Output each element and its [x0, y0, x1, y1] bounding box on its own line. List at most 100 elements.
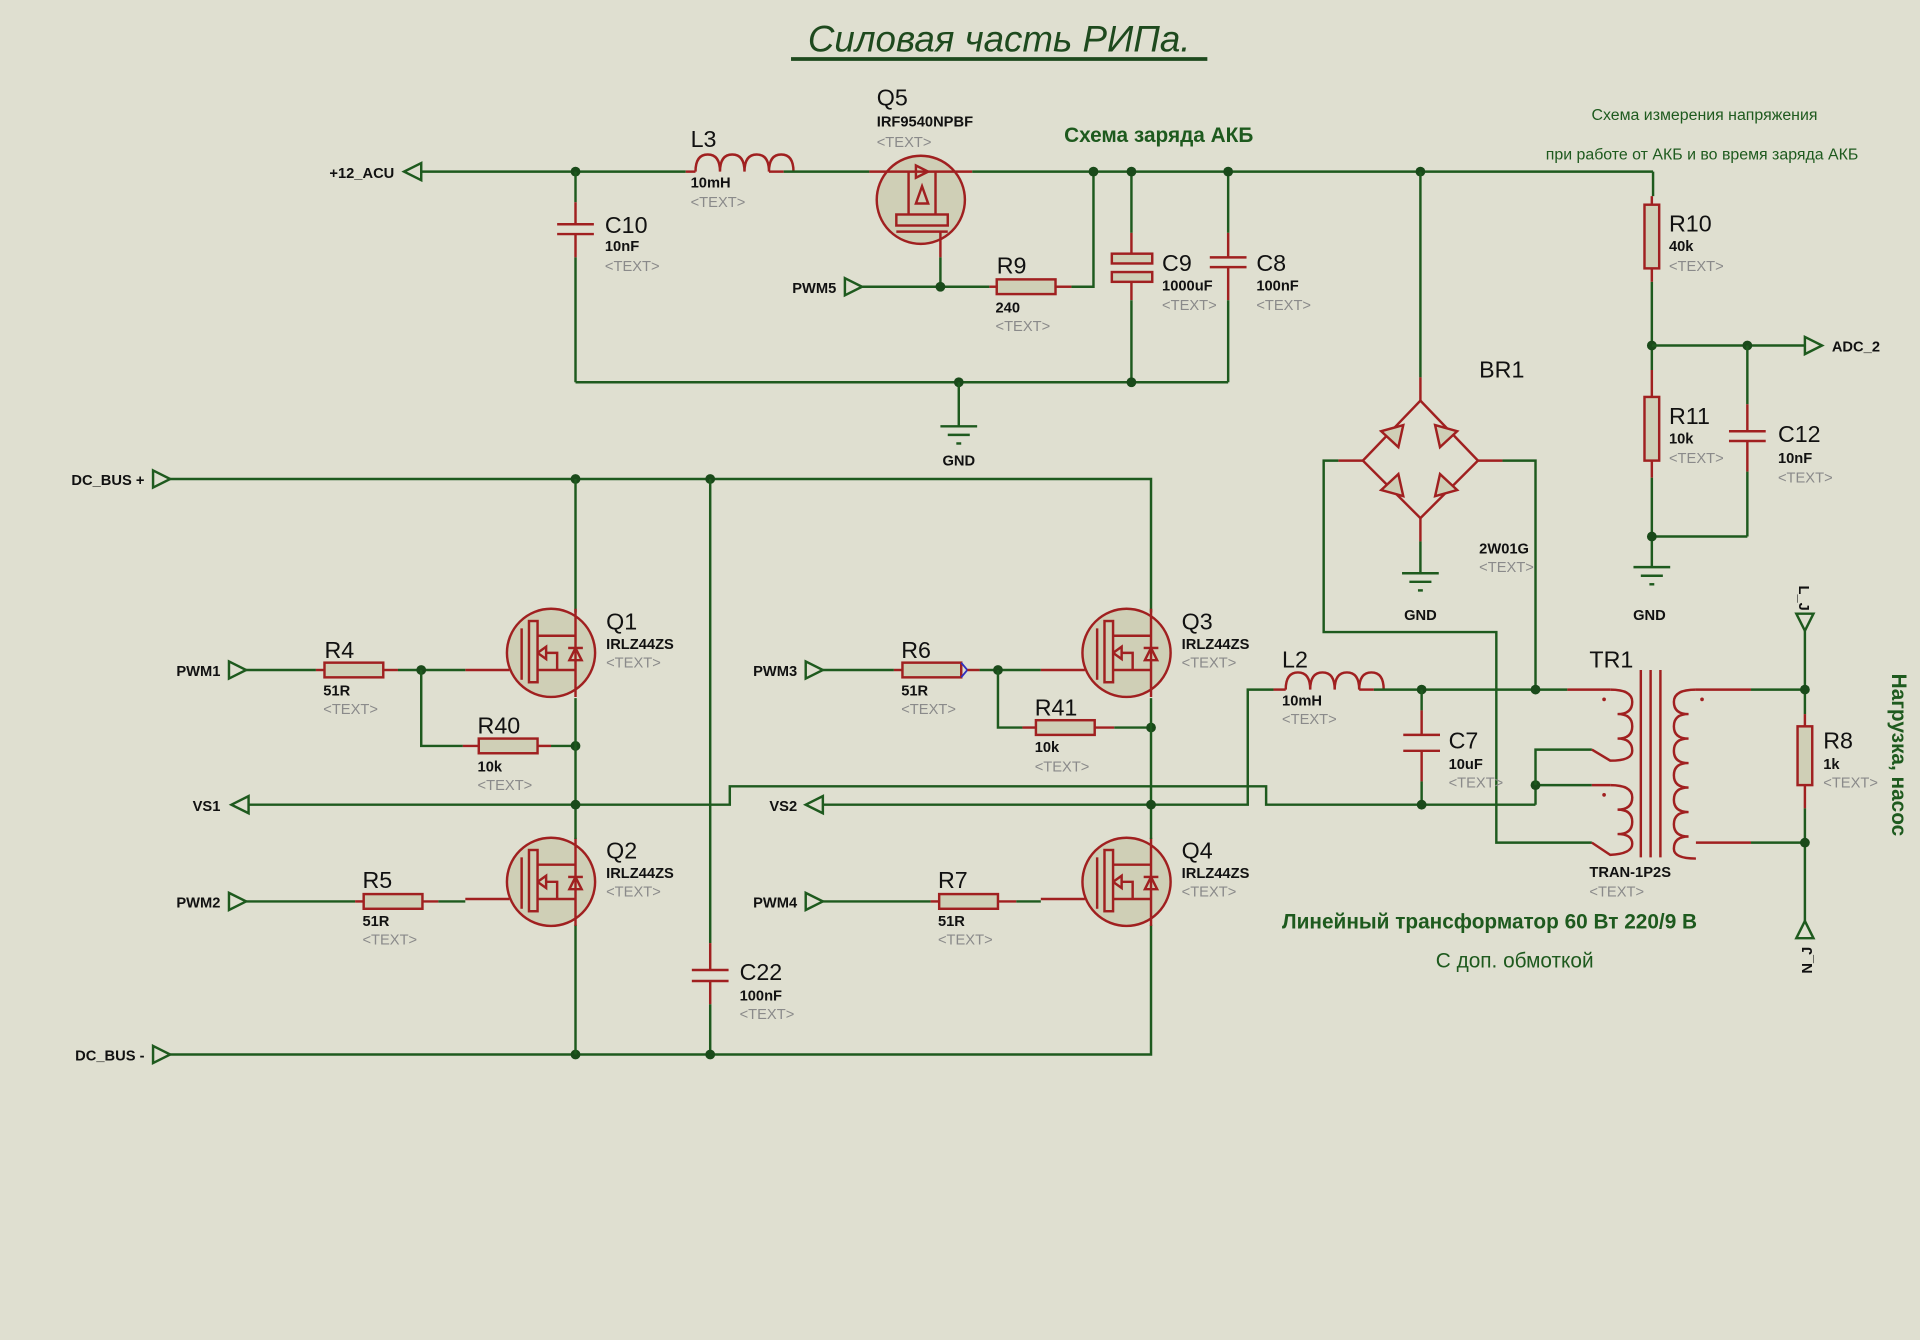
resistor-r5[interactable]: R5 51R <TEXT> — [355, 867, 439, 948]
inductor-l2[interactable]: L2 10mH <TEXT> — [1273, 647, 1385, 728]
svg-text:<TEXT>: <TEXT> — [740, 1007, 795, 1023]
resistor-r11[interactable]: R11 10k <TEXT> — [1643, 369, 1724, 478]
junction — [1416, 684, 1427, 695]
svg-text:Q2: Q2 — [606, 838, 637, 864]
svg-text:51R: 51R — [323, 684, 350, 700]
svg-text:<TEXT>: <TEXT> — [877, 135, 932, 151]
resistor-r9[interactable]: R9 240 <TEXT> — [989, 252, 1072, 335]
svg-text:R10: R10 — [1669, 211, 1712, 237]
note-transformer-sub: С доп. обмоткой — [1436, 950, 1594, 973]
junction — [1088, 166, 1099, 177]
svg-text:PWM2: PWM2 — [176, 896, 220, 912]
resistor-r10[interactable]: R10 40k <TEXT> — [1643, 196, 1724, 282]
terminal-pwm5[interactable]: PWM5 — [792, 276, 865, 298]
svg-text:L3: L3 — [691, 126, 717, 152]
terminal-pwm3[interactable]: PWM3 — [753, 659, 826, 681]
svg-text:<TEXT>: <TEXT> — [1778, 471, 1833, 487]
wire — [1071, 171, 1095, 288]
svg-text:<TEXT>: <TEXT> — [362, 932, 417, 948]
svg-text:IRF9540NPBF: IRF9540NPBF — [877, 114, 973, 130]
svg-text:PWM5: PWM5 — [792, 281, 836, 297]
svg-text:IRLZ44ZS: IRLZ44ZS — [1182, 637, 1250, 653]
svg-text:10nF: 10nF — [605, 239, 639, 255]
terminal-vs2[interactable]: VS2 — [769, 794, 825, 816]
terminal-dc-bus-plus[interactable]: DC_BUS + — [71, 468, 173, 490]
terminal-vs1[interactable]: VS1 — [193, 794, 250, 816]
svg-text:PWM4: PWM4 — [753, 896, 798, 912]
capacitor-c10[interactable]: C10 10nF <TEXT> — [557, 171, 660, 383]
terminal-12-acu[interactable]: +12_ACU — [329, 161, 423, 183]
junction — [1800, 837, 1810, 848]
wire — [996, 670, 1023, 729]
svg-text:R9: R9 — [997, 252, 1027, 278]
svg-text:DC_BUS -: DC_BUS - — [75, 1049, 144, 1065]
junction — [1416, 799, 1427, 810]
svg-text:<TEXT>: <TEXT> — [1035, 760, 1090, 776]
svg-text:10k: 10k — [478, 760, 503, 776]
transformer-tr1[interactable]: TR1 TRAN-1P2S <TEXT> — [1567, 647, 1752, 901]
svg-text:R8: R8 — [1823, 727, 1853, 753]
wire — [170, 924, 1153, 1056]
wire — [1322, 459, 1592, 844]
terminal-l-output[interactable]: L_J — [1794, 586, 1816, 634]
resistor-r6[interactable]: R6 51R <TEXT> — [893, 637, 980, 718]
svg-text:R7: R7 — [938, 867, 968, 893]
junction — [705, 1049, 716, 1060]
svg-text:R11: R11 — [1669, 403, 1710, 429]
svg-text:IRLZ44ZS: IRLZ44ZS — [606, 637, 674, 653]
junction — [1126, 377, 1137, 388]
terminal-pwm1[interactable]: PWM1 — [176, 659, 249, 681]
terminal-pwm4[interactable]: PWM4 — [753, 890, 826, 912]
svg-text:C9: C9 — [1162, 250, 1192, 276]
svg-text:GND: GND — [1404, 608, 1437, 624]
svg-text:Q5: Q5 — [877, 85, 908, 111]
capacitor-c7[interactable]: C7 10uF <TEXT> — [1403, 689, 1504, 805]
capacitor-c22[interactable]: C22 100nF <TEXT> — [691, 478, 795, 1055]
svg-text:TRAN-1P2S: TRAN-1P2S — [1589, 865, 1671, 881]
resistor-r7[interactable]: R7 51R <TEXT> — [930, 867, 1017, 948]
svg-text:Q1: Q1 — [606, 609, 637, 635]
svg-text:<TEXT>: <TEXT> — [1479, 560, 1534, 576]
ground-symbol: GND — [1402, 541, 1439, 624]
wire — [170, 477, 1153, 613]
resistor-r40[interactable]: R40 10k <TEXT> — [462, 713, 552, 794]
svg-text:40k: 40k — [1669, 239, 1694, 255]
terminal-n-output[interactable]: N_J — [1794, 918, 1816, 974]
svg-text:<TEXT>: <TEXT> — [901, 702, 956, 718]
svg-text:<TEXT>: <TEXT> — [323, 702, 378, 718]
capacitor-c12[interactable]: C12 10nF <TEXT> — [1728, 345, 1833, 537]
capacitor-c9[interactable]: C9 1000uF <TEXT> — [1110, 171, 1217, 383]
capacitor-c8[interactable]: C8 100nF <TEXT> — [1209, 171, 1311, 383]
svg-text:<TEXT>: <TEXT> — [1182, 885, 1237, 901]
svg-text:<TEXT>: <TEXT> — [1449, 776, 1504, 792]
resistor-r4[interactable]: R4 51R <TEXT> — [315, 637, 398, 718]
svg-text:<TEXT>: <TEXT> — [478, 778, 533, 794]
svg-text:L_J: L_J — [1795, 586, 1811, 611]
svg-text:ADC_2: ADC_2 — [1832, 340, 1880, 356]
wire — [822, 688, 1274, 806]
svg-text:1k: 1k — [1823, 757, 1840, 773]
note-measure-line2: при работе от АКБ и во время заряда АКБ — [1546, 146, 1859, 163]
svg-text:R41: R41 — [1035, 694, 1078, 720]
junction — [1646, 531, 1657, 542]
terminal-dc-bus-minus[interactable]: DC_BUS - — [75, 1043, 173, 1066]
terminal-pwm2[interactable]: PWM2 — [176, 890, 249, 912]
junction — [1126, 166, 1137, 177]
junction — [1530, 684, 1541, 695]
terminal-adc2[interactable]: ADC_2 — [1803, 334, 1880, 357]
resistor-r41[interactable]: R41 10k <TEXT> — [1022, 694, 1115, 776]
svg-text:<TEXT>: <TEXT> — [938, 932, 993, 948]
mosfet-q5[interactable]: Q5 IRF9540NPBF <TEXT> — [869, 85, 973, 258]
bridge-rectifier-br1[interactable]: BR1 2W01G <TEXT> — [1338, 356, 1534, 576]
svg-text:PWM1: PWM1 — [176, 664, 220, 680]
svg-text:10k: 10k — [1035, 740, 1060, 756]
resistor-r8[interactable]: R8 1k <TEXT> — [1796, 714, 1878, 809]
inductor-l3[interactable]: L3 10mH <TEXT> — [685, 126, 795, 211]
svg-text:<TEXT>: <TEXT> — [1282, 712, 1337, 728]
wire — [420, 670, 463, 748]
